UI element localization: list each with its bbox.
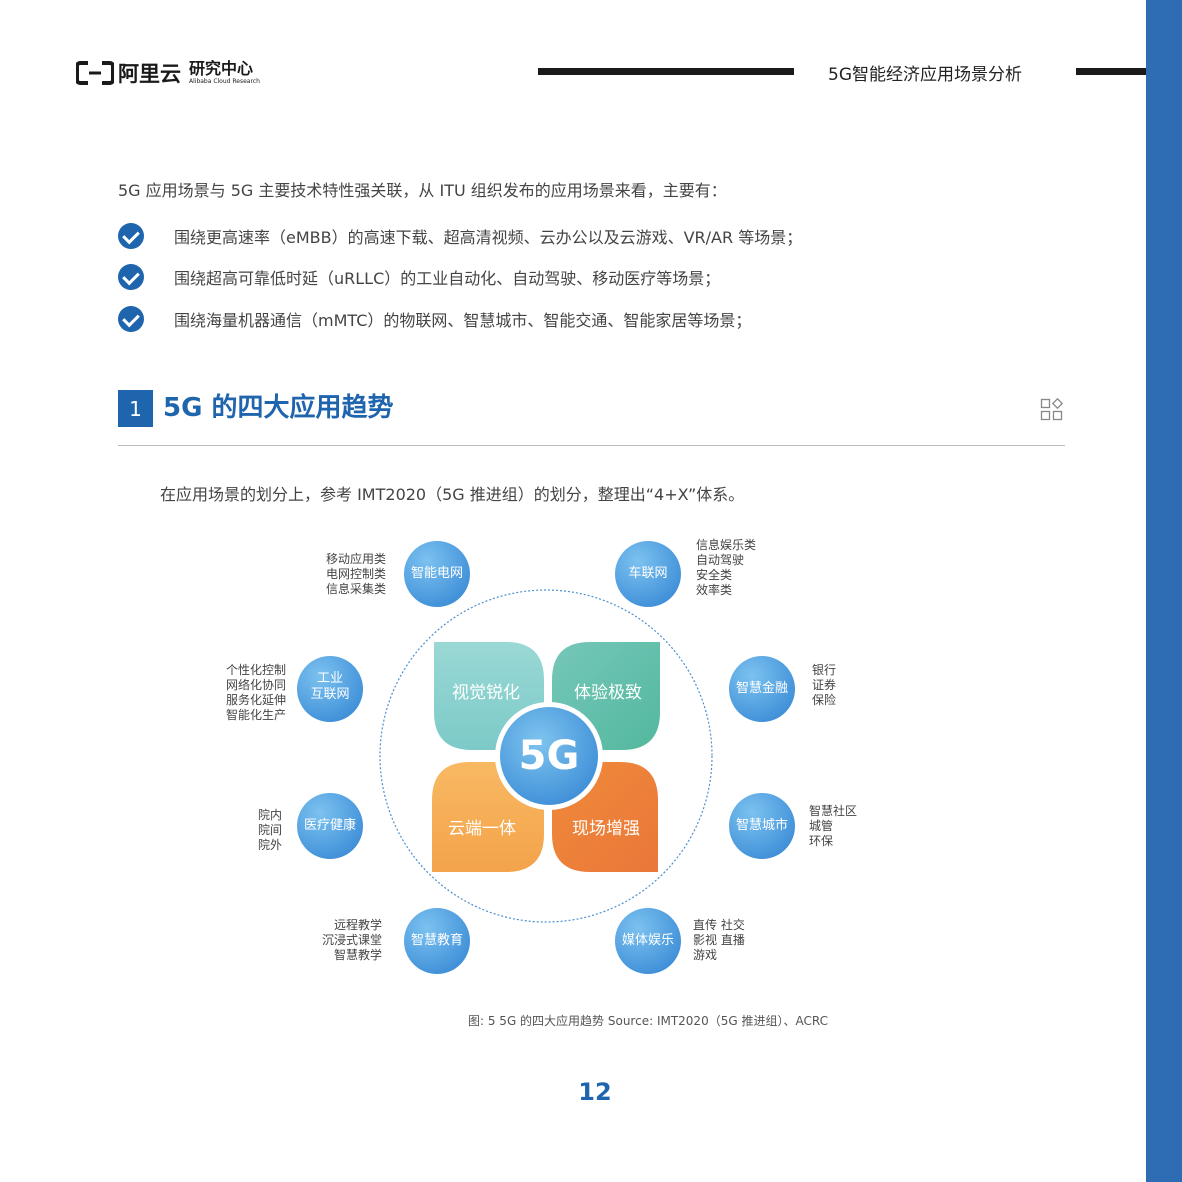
node-items-smart-city: 智慧社区 城管 环保 [809, 804, 889, 849]
figure-caption: 图: 5 5G 的四大应用趋势 Source: IMT2020（5G 推进组）、… [468, 1014, 828, 1028]
node-item: 影视 直播 [693, 933, 745, 947]
node-label: 智能电网 [410, 566, 463, 581]
check-circle-icon [118, 306, 144, 332]
alibaba-cloud-logo: 阿里云 研究中心 Alibaba Cloud Research [76, 58, 260, 88]
node-label: 车联网 [628, 566, 668, 581]
node-label: 智慧城市 [735, 818, 788, 833]
petal-label: 现场增强 [572, 819, 640, 839]
bullet-item: 围绕超高可靠低时延（uRLLC）的工业自动化、自动驾驶、移动医疗等场景； [118, 264, 720, 290]
node-item: 个性化控制 [225, 663, 286, 677]
node-item: 网络化协同 [225, 678, 286, 692]
page-number: 12 [578, 1078, 612, 1106]
side-color-band [1146, 0, 1182, 1182]
node-item: 院间 [257, 823, 282, 837]
logo-subtitle-cn: 研究中心 [189, 59, 254, 78]
node-circle-industrial-internet [297, 656, 363, 722]
node-item: 安全类 [696, 568, 733, 582]
node-item: 城管 [809, 819, 834, 833]
node-label: 媒体娱乐 [621, 933, 674, 948]
node-circle-smart-grid [404, 541, 470, 607]
intro-text: 5G 应用场景与 5G 主要技术特性强关联，从 ITU 组织发布的应用场景来看，… [118, 181, 727, 200]
node-item: 移动应用类 [325, 552, 386, 566]
node-item: 智慧教学 [333, 948, 382, 962]
node-items-smart-education: 远程教学 沉浸式课堂 智慧教学 [300, 918, 382, 963]
header-rule-right [1076, 68, 1146, 75]
bullet-text: 围绕超高可靠低时延（uRLLC）的工业自动化、自动驾驶、移动医疗等场景； [174, 269, 721, 288]
bullet-text: 围绕更高速率（eMBB）的高速下载、超高清视频、云办公以及云游戏、VR/AR 等… [174, 228, 803, 247]
node-items-smart-grid: 移动应用类 电网控制类 信息采集类 [300, 552, 386, 597]
petal-label: 云端一体 [448, 819, 516, 839]
node-item: 服务化延伸 [225, 693, 286, 707]
center-label: 5G [518, 733, 580, 779]
node-item: 保险 [812, 693, 837, 707]
check-circle-icon [118, 223, 144, 249]
node-items-iov: 信息娱乐类 自动驾驶 安全类 效率类 [696, 538, 786, 598]
node-circle-smart-education [404, 908, 470, 974]
node-items-industrial-internet: 个性化控制 网络化协同 服务化延伸 智能化生产 [200, 663, 286, 723]
node-item: 院内 [257, 808, 282, 822]
node-circle-smart-finance [729, 656, 795, 722]
node-item: 环保 [809, 834, 834, 848]
section-divider [118, 445, 1065, 446]
node-label: 智慧教育 [410, 933, 463, 948]
node-item: 效率类 [696, 583, 733, 597]
section-number: 1 [118, 390, 153, 427]
node-item: 信息采集类 [325, 582, 386, 596]
node-circle-iov [615, 541, 681, 607]
petal-label: 视觉锐化 [452, 683, 520, 703]
body-paragraph: 在应用场景的划分上，参考 IMT2020（5G 推进组）的划分，整理出“4+X”… [160, 485, 745, 504]
section-title: 5G 的四大应用趋势 [163, 393, 394, 423]
node-item: 沉浸式课堂 [321, 933, 382, 947]
center-5g-circle [500, 707, 598, 805]
node-item: 直传 社交 [693, 918, 745, 932]
logo-subtitle-en: Alibaba Cloud Research [189, 78, 260, 85]
grid-shapes-icon [1040, 398, 1064, 421]
node-item: 游戏 [693, 948, 718, 962]
node-item: 智能化生产 [225, 708, 286, 722]
check-circle-icon [118, 264, 144, 290]
node-label-line: 工业 [316, 671, 343, 686]
node-item: 智慧社区 [809, 804, 858, 818]
header-rule-left [538, 68, 794, 75]
node-item: 电网控制类 [325, 567, 386, 581]
node-label: 智慧金融 [735, 681, 788, 696]
node-item: 证券 [812, 678, 837, 692]
bullet-text: 围绕海量机器通信（mMTC）的物联网、智慧城市、智能交通、智能家居等场景； [174, 311, 752, 330]
node-item: 信息娱乐类 [696, 538, 757, 552]
node-circle-media [615, 908, 681, 974]
node-item: 院外 [257, 838, 282, 852]
document-title: 5G智能经济应用场景分析 [828, 65, 1022, 85]
node-circle-smart-city [729, 793, 795, 859]
outer-dashed-ring [379, 589, 713, 923]
node-item: 远程教学 [333, 918, 382, 932]
bullet-item: 围绕更高速率（eMBB）的高速下载、超高清视频、云办公以及云游戏、VR/AR 等… [118, 223, 802, 249]
logo-name: 阿里云 [118, 62, 181, 86]
node-item: 银行 [812, 663, 837, 677]
node-items-media: 直传 社交 影视 直播 游戏 [693, 918, 783, 963]
node-item: 自动驾驶 [696, 553, 745, 567]
alibaba-cloud-mark-icon [76, 61, 114, 85]
node-items-healthcare: 院内 院间 院外 [220, 808, 282, 853]
petal-label: 体验极致 [574, 683, 642, 703]
bullet-item: 围绕海量机器通信（mMTC）的物联网、智慧城市、智能交通、智能家居等场景； [118, 306, 751, 332]
node-label-line: 互联网 [310, 687, 350, 702]
node-label: 医疗健康 [303, 818, 356, 833]
node-circle-healthcare [297, 793, 363, 859]
node-items-smart-finance: 银行 证券 保险 [812, 663, 872, 708]
